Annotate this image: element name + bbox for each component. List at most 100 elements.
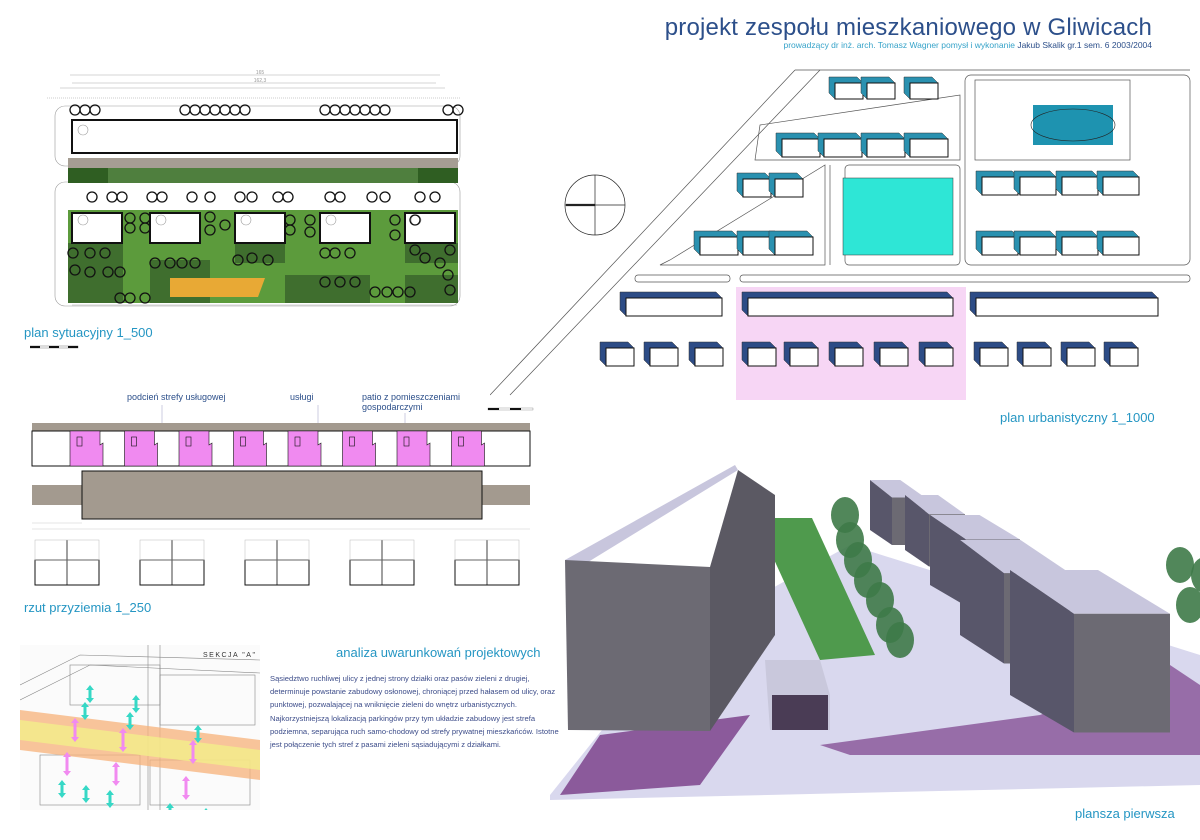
tree-symbol bbox=[324, 191, 336, 203]
tree-symbol bbox=[329, 104, 341, 116]
block-footprint bbox=[866, 82, 896, 100]
tree-symbol bbox=[334, 276, 346, 288]
tree-symbol bbox=[414, 191, 426, 203]
block-roof bbox=[565, 465, 738, 567]
arrow-head-icon bbox=[182, 795, 190, 800]
point-buildings bbox=[71, 212, 456, 244]
tree-symbol bbox=[359, 104, 371, 116]
tree-symbol bbox=[246, 252, 258, 264]
page-title: projekt zespołu mieszkaniowego w Gliwica… bbox=[664, 14, 1152, 41]
tree-symbol bbox=[204, 191, 216, 203]
callout-services: usługi bbox=[290, 392, 314, 402]
block-footprint bbox=[909, 82, 939, 100]
arrow-head-icon bbox=[189, 740, 197, 745]
tree-symbol bbox=[179, 104, 191, 116]
tree-symbol bbox=[139, 222, 151, 234]
tree-symbol bbox=[409, 214, 421, 226]
tree-symbol bbox=[404, 286, 416, 298]
arrow-head-icon bbox=[63, 771, 71, 776]
new-blocks bbox=[599, 291, 1159, 367]
block-footprint bbox=[694, 347, 724, 367]
unit-patio bbox=[244, 539, 310, 561]
block-footprint bbox=[605, 347, 635, 367]
arrow-head-icon bbox=[63, 752, 71, 757]
arrow-head-icon bbox=[82, 785, 90, 790]
unit-patio bbox=[139, 539, 205, 561]
block-footprint bbox=[1022, 347, 1052, 367]
block-front bbox=[565, 560, 710, 731]
supervisor-credit: prowadzący dr inż. arch. Tomasz Wagner p… bbox=[783, 40, 1018, 50]
scale-bar bbox=[30, 345, 79, 349]
ground-floor-drawing bbox=[31, 405, 534, 586]
arrow-head-icon bbox=[71, 737, 79, 742]
point-block-side bbox=[870, 480, 892, 545]
arrow-head-icon bbox=[182, 776, 190, 781]
pond bbox=[1033, 105, 1113, 145]
callout-arcade: podcień strefy usługowej bbox=[127, 392, 226, 402]
tree-symbol bbox=[84, 247, 96, 259]
lower-units bbox=[34, 539, 520, 586]
tree-symbol bbox=[219, 219, 231, 231]
tree-symbol bbox=[409, 244, 421, 256]
block-footprint bbox=[909, 138, 949, 158]
page-subtitle: prowadzący dr inż. arch. Tomasz Wagner p… bbox=[783, 40, 1152, 50]
point-block-side bbox=[905, 495, 929, 567]
tree-symbol bbox=[139, 292, 151, 304]
tree-symbol bbox=[229, 104, 241, 116]
green-strip bbox=[68, 168, 458, 183]
stair-icon bbox=[76, 436, 83, 447]
service-units bbox=[69, 430, 485, 467]
arrow-head-icon bbox=[81, 702, 89, 707]
tree-symbol bbox=[176, 257, 188, 269]
callout-patio-2: gospodarczymi bbox=[362, 402, 423, 412]
tree-symbol bbox=[149, 257, 161, 269]
stair-icon bbox=[185, 436, 192, 447]
tree-symbol bbox=[164, 257, 176, 269]
tree-symbol bbox=[366, 191, 378, 203]
shadow-left bbox=[560, 715, 750, 795]
block-footprint bbox=[774, 178, 804, 198]
tree-symbol bbox=[156, 191, 168, 203]
point-block-side bbox=[960, 540, 1004, 664]
arrow-head-icon bbox=[86, 698, 94, 703]
block-footprint bbox=[625, 297, 723, 317]
urban-plan-caption: plan urbanistyczny 1_1000 bbox=[1000, 410, 1155, 425]
analysis-heading: analiza uwarunkowań projektowych bbox=[336, 645, 541, 660]
block-footprint bbox=[834, 347, 864, 367]
tree-symbol bbox=[349, 276, 361, 288]
arrow-head-icon bbox=[119, 728, 127, 733]
render-caption: plansza pierwsza bbox=[1075, 806, 1175, 821]
render-trees bbox=[831, 497, 1200, 658]
service-unit bbox=[178, 430, 213, 467]
site-plan-caption: plan sytuacyjny 1_500 bbox=[24, 325, 153, 340]
existing-blocks bbox=[693, 76, 1140, 256]
arrow-head-icon bbox=[204, 808, 208, 810]
arrow-head-icon bbox=[132, 708, 140, 713]
dim-outer: 165 bbox=[256, 70, 265, 76]
block-footprint bbox=[924, 347, 954, 367]
render-3d bbox=[550, 465, 1200, 800]
tree-symbol bbox=[429, 191, 441, 203]
tree-symbol bbox=[124, 292, 136, 304]
tree-symbol bbox=[262, 254, 274, 266]
arrow-head-icon bbox=[112, 762, 120, 767]
service-unit bbox=[124, 430, 158, 467]
tree-symbol bbox=[209, 104, 221, 116]
tree-symbol bbox=[334, 191, 346, 203]
tree-symbol bbox=[232, 254, 244, 266]
unit-patio bbox=[454, 539, 520, 561]
arrow-head-icon bbox=[58, 780, 66, 785]
point-block-side bbox=[1010, 570, 1074, 733]
tree-symbol bbox=[239, 104, 251, 116]
tree-symbol bbox=[114, 266, 126, 278]
park-pool bbox=[842, 177, 954, 256]
point-block-side bbox=[930, 515, 966, 606]
point-block-front bbox=[1074, 613, 1170, 733]
tree-symbol bbox=[444, 284, 456, 296]
block-footprint bbox=[781, 138, 821, 158]
block-footprint bbox=[699, 236, 739, 256]
tree-symbol bbox=[99, 247, 111, 259]
tree-symbol bbox=[124, 222, 136, 234]
block-footprint bbox=[979, 347, 1009, 367]
tree-symbol bbox=[304, 214, 316, 226]
